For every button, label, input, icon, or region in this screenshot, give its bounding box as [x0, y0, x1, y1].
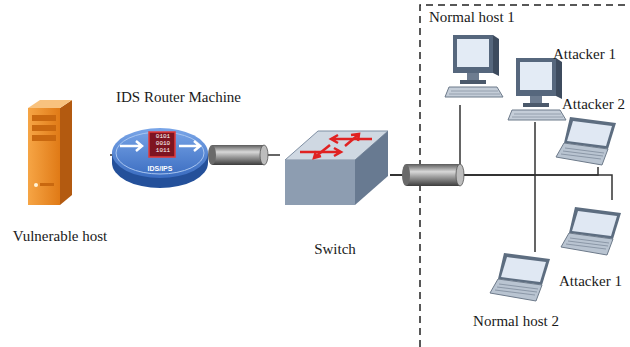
device-label: Attacker 1: [559, 272, 626, 290]
device-label: Vulnerable host: [10, 227, 110, 245]
device-label: Normal host 2: [460, 312, 572, 330]
desktop-icon: [445, 35, 503, 97]
device-label: Normal host 1: [429, 8, 520, 26]
host-node: Attacker 1: [553, 200, 627, 295]
device-label: Switch: [280, 240, 390, 258]
device-label: Attacker 2: [562, 95, 627, 113]
host-node: Attacker 2: [550, 95, 627, 167]
host-node: Normal host 1: [425, 8, 520, 105]
device-label: Attacker 1: [553, 45, 619, 63]
router-node: IDS Router Machine 0101 0010 1011IDS/IPS: [116, 88, 246, 193]
host-node: Normal host 2: [460, 252, 572, 334]
icon-text: 0101 0010 1011: [152, 133, 174, 154]
server-node: Vulnerable host: [10, 95, 110, 247]
server-icon: [28, 100, 72, 205]
laptop-icon: [561, 207, 621, 255]
icon-text: IDS/IPS: [140, 164, 180, 173]
laptop-icon: [490, 253, 550, 301]
desktop-icon: [508, 58, 566, 120]
laptop-icon: [556, 117, 616, 165]
switch-node: Switch: [280, 128, 390, 263]
cable-icon: [208, 145, 268, 165]
cable-icon: [402, 164, 464, 186]
device-label: IDS Router Machine: [116, 88, 246, 106]
switch-icon: [285, 131, 388, 205]
network-link: [390, 175, 535, 252]
router-icon: [112, 128, 208, 188]
